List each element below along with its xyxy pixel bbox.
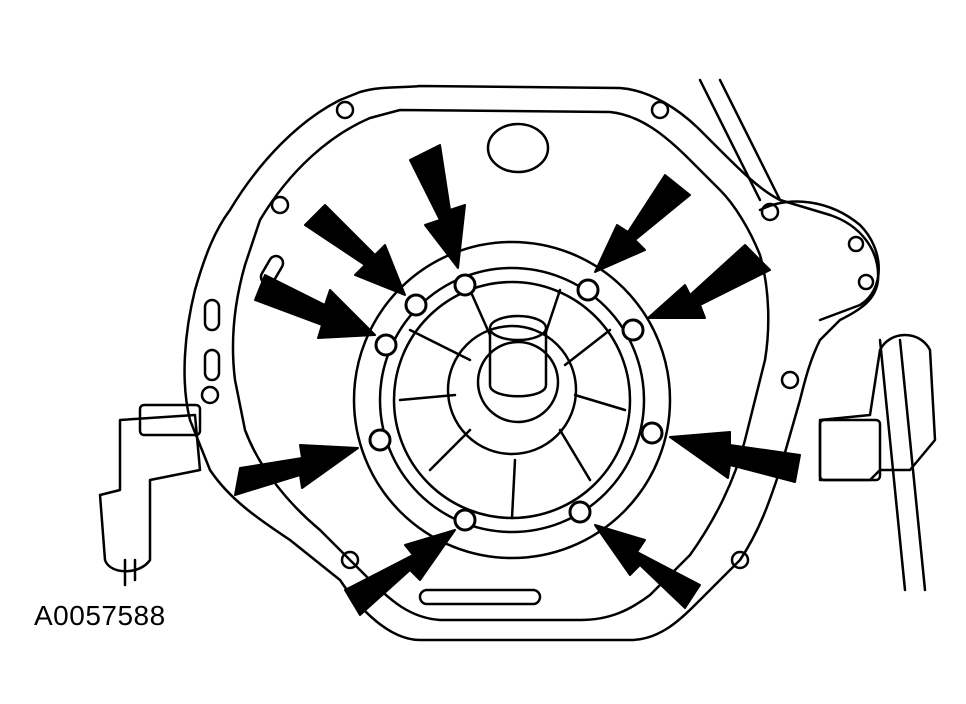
callout-arrow: [409, 144, 466, 269]
input-shaft: [488, 328, 548, 398]
bolt: [640, 421, 664, 445]
bolt: [374, 333, 398, 357]
bell-housing-outline: [183, 84, 880, 642]
pump-outer-ring: [352, 240, 672, 560]
flange-hole: [760, 202, 780, 222]
pump-bolt-circle: [378, 266, 646, 534]
left-wire: [123, 558, 137, 587]
housing-slot: [418, 588, 542, 606]
callout-arrow: [647, 244, 771, 319]
housing-inner-outline: [231, 108, 770, 622]
callout-arrow: [594, 174, 691, 273]
bolt: [576, 278, 600, 302]
input-shaft-end: [488, 314, 548, 342]
figure-id-label: A0057588: [34, 600, 166, 631]
top-boss: [486, 122, 550, 174]
bolt: [568, 500, 592, 524]
housing-hole: [650, 100, 670, 120]
pump-hub-inner: [476, 340, 560, 424]
housing-slot: [203, 348, 221, 382]
callout-arrow: [669, 431, 801, 483]
housing-hole: [200, 385, 220, 405]
right-connector-plug: [818, 418, 882, 482]
right-flange: [758, 200, 880, 322]
callout-arrow: [594, 524, 701, 609]
pump-spokes: [398, 288, 627, 520]
housing-hole: [270, 195, 290, 215]
flange-hole: [847, 235, 865, 253]
housing-hole: [780, 370, 800, 390]
callout-arrow: [254, 274, 376, 339]
callout-arrow: [234, 444, 359, 496]
pump-hub-ring: [446, 324, 578, 456]
bolt: [453, 273, 477, 297]
bolt: [404, 293, 428, 317]
bolt: [368, 428, 392, 452]
callout-arrow: [304, 204, 406, 296]
housing-hole: [340, 550, 360, 570]
callout-arrow: [344, 529, 456, 616]
housing-hole: [335, 100, 355, 120]
right-side-pipe: [698, 78, 927, 592]
left-connector: [98, 413, 202, 573]
flange-hole: [857, 273, 875, 291]
housing-slot: [203, 298, 221, 332]
housing-hole: [730, 550, 750, 570]
bolt: [453, 508, 477, 532]
left-connector-plug: [138, 403, 202, 437]
bolt: [621, 318, 645, 342]
right-connector: [818, 333, 937, 482]
